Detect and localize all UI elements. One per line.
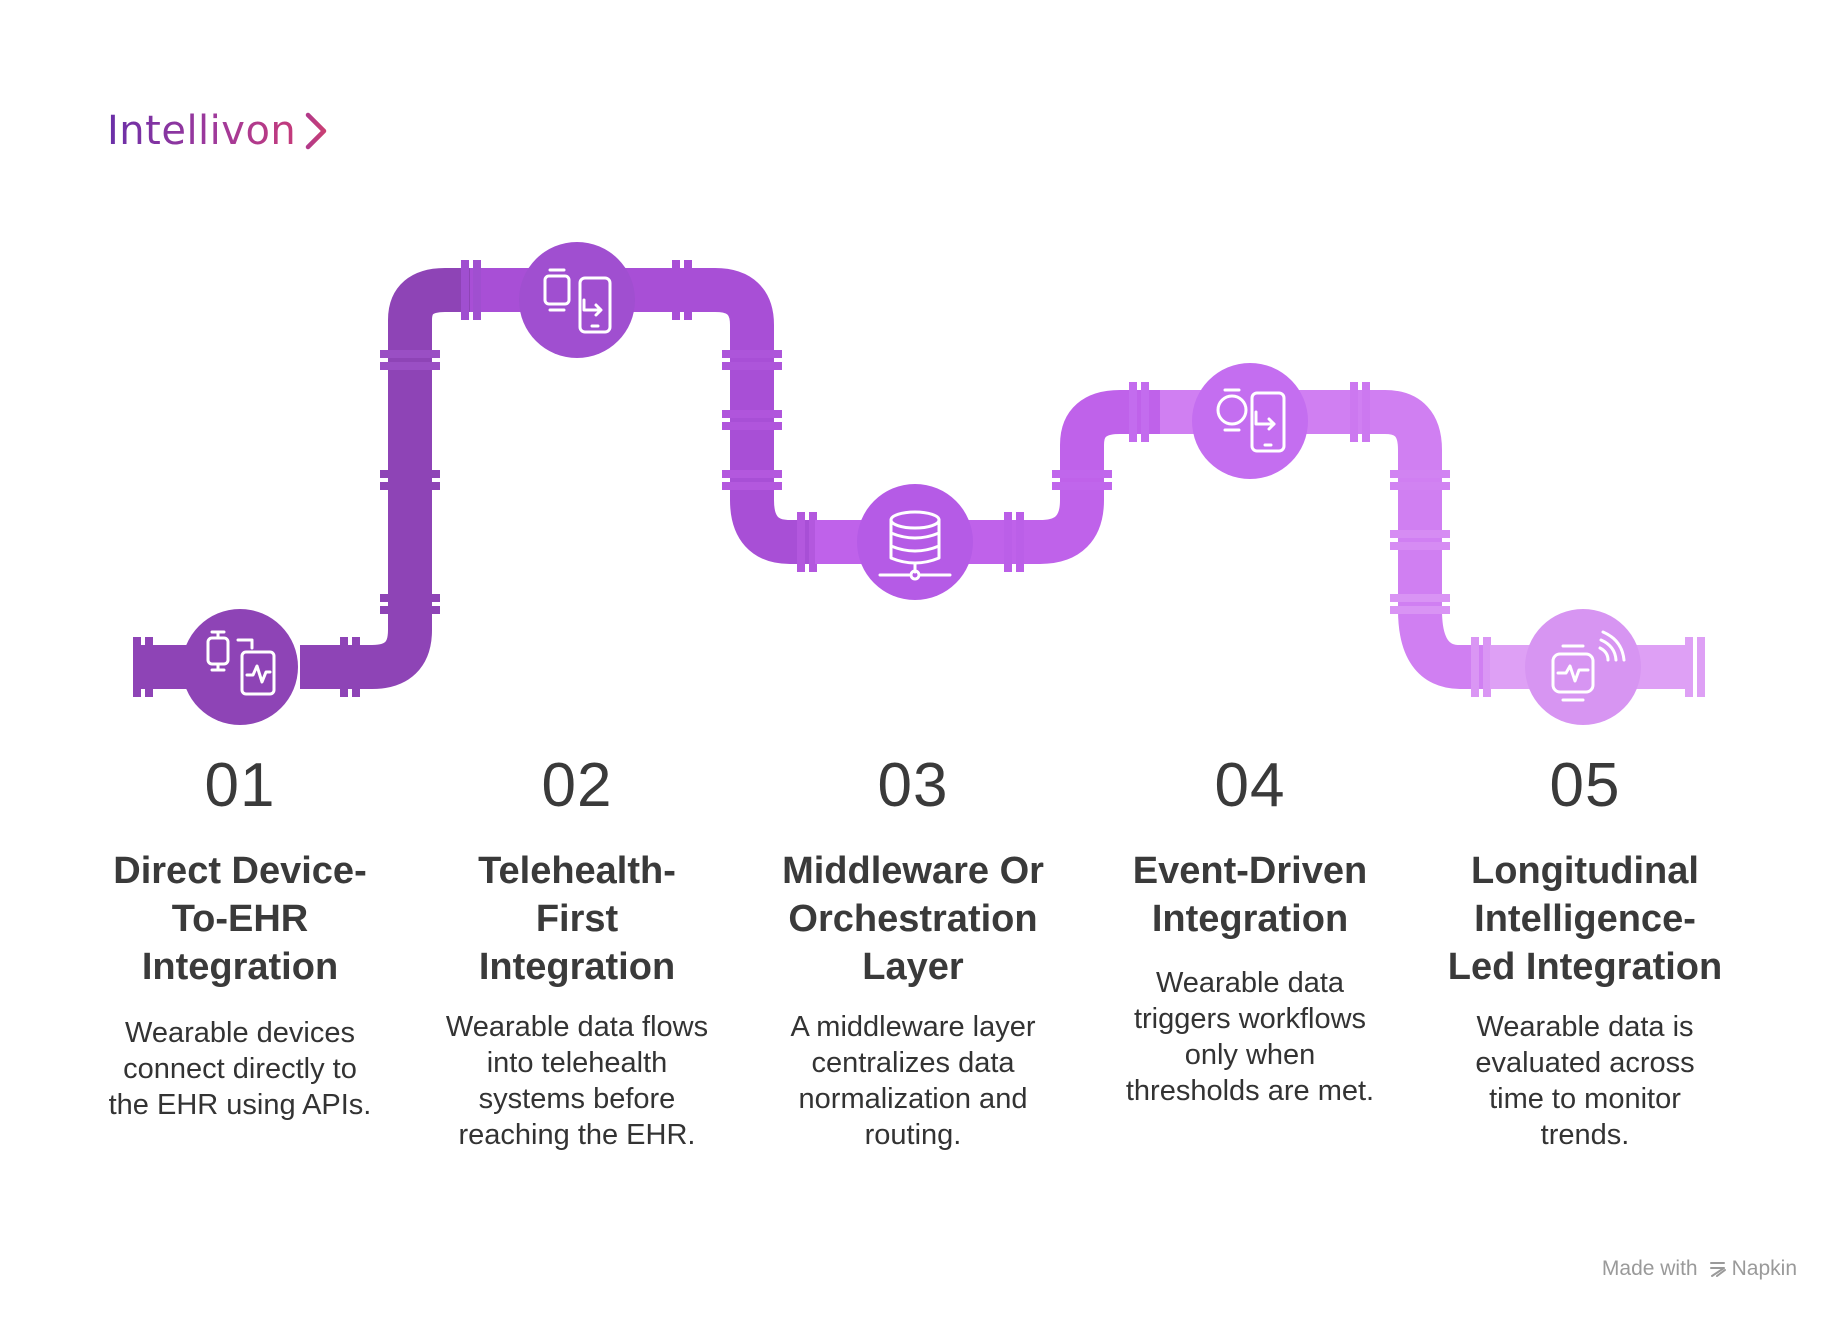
watch-phone-transfer-icon <box>1216 388 1286 453</box>
step-description-line: evaluated across <box>1475 1047 1695 1079</box>
step-description: A middleware layer centralizes data norm… <box>763 1009 1063 1153</box>
step-title-line: Layer <box>862 946 964 988</box>
step-description-line: connect directly to <box>123 1053 357 1085</box>
step-description-line: into telehealth <box>486 1047 668 1079</box>
step-description-line: centralizes data <box>811 1047 1015 1079</box>
step-description-line: triggers workflows <box>1133 1003 1367 1035</box>
step-description-line: only when <box>1184 1039 1316 1071</box>
step-title: Telehealth- First Integration <box>427 847 727 991</box>
node-1 <box>182 609 298 725</box>
step-description-line: reaching the EHR. <box>458 1119 696 1151</box>
step-description: Wearable devices connect directly to the… <box>90 1015 390 1123</box>
step-description-line: the EHR using APIs. <box>108 1089 372 1121</box>
step-title: Middleware Or Orchestration Layer <box>763 847 1063 991</box>
step-number: 01 <box>204 751 276 820</box>
step-title-line: First <box>535 898 619 940</box>
step-description-line: Wearable data flows <box>445 1011 709 1043</box>
step-description-line: Wearable data <box>1155 967 1345 999</box>
step-description-line: thresholds are met. <box>1125 1075 1375 1107</box>
step-title-line: Longitudinal <box>1471 850 1699 892</box>
pipe-segment-3 <box>815 382 1160 572</box>
node-4 <box>1192 363 1308 479</box>
smartwatch-heartbeat-wireless-icon <box>1551 630 1626 702</box>
step-title-line: Direct Device- <box>113 850 367 892</box>
step-1: 01 Direct Device- To-EHR Integration Wea… <box>90 755 390 1123</box>
step-title: Direct Device- To-EHR Integration <box>90 847 390 991</box>
step-description-line: Wearable data is <box>1476 1011 1694 1043</box>
step-title: Event-Driven Integration <box>1100 847 1400 943</box>
step-description-line: normalization and <box>798 1083 1028 1115</box>
step-description-line: routing. <box>864 1119 962 1151</box>
step-number: 03 <box>877 751 949 820</box>
step-title-line: To-EHR <box>171 898 309 940</box>
watch-phone-sync-icon <box>543 268 612 334</box>
step-title-line: Integration <box>1151 898 1349 940</box>
step-title-line: Middleware Or <box>782 850 1044 892</box>
step-description: Wearable data flows into telehealth syst… <box>427 1009 727 1153</box>
step-3: 03 Middleware Or Orchestration Layer A m… <box>763 755 1063 1153</box>
node-5 <box>1525 609 1641 725</box>
step-title-line: Led Integration <box>1447 946 1723 988</box>
step-number: 04 <box>1214 751 1286 820</box>
step-2: 02 Telehealth- First Integration Wearabl… <box>427 755 727 1153</box>
napkin-logo-icon <box>1709 1262 1726 1277</box>
step-title: Longitudinal Intelligence- Led Integrati… <box>1435 847 1735 991</box>
pipe-segment-4 <box>1160 382 1491 697</box>
step-title-line: Integration <box>478 946 676 988</box>
step-description: Wearable data triggers workflows only wh… <box>1100 965 1400 1109</box>
step-number: 02 <box>541 751 613 820</box>
step-title-line: Integration <box>141 946 339 988</box>
step-description-line: trends. <box>1540 1119 1630 1151</box>
chevron-right-icon <box>306 112 327 150</box>
node-3 <box>857 484 973 600</box>
step-description-line: A middleware layer <box>790 1011 1036 1043</box>
made-with-label: Made with <box>1601 1257 1698 1280</box>
step-number: 05 <box>1549 751 1621 820</box>
step-description: Wearable data is evaluated across time t… <box>1435 1009 1735 1153</box>
pipe-segment-1 <box>133 268 470 697</box>
brand-name: Intellivon <box>107 108 297 154</box>
watch-to-tablet-chart-icon <box>206 630 276 696</box>
step-title-line: Orchestration <box>788 898 1038 940</box>
step-4: 04 Event-Driven Integration Wearable dat… <box>1100 755 1400 1109</box>
step-description-line: time to monitor <box>1489 1083 1681 1115</box>
step-5: 05 Longitudinal Intelligence- Led Integr… <box>1435 755 1735 1153</box>
napkin-label: Napkin <box>1731 1257 1797 1280</box>
step-title-line: Event-Driven <box>1132 850 1368 892</box>
step-description-line: Wearable devices <box>125 1017 355 1049</box>
made-with-footer: Made with Napkin <box>1602 1257 1797 1281</box>
pipe-segment-2 <box>461 260 817 572</box>
brand-logo: Intellivon <box>107 108 328 154</box>
step-description-line: systems before <box>478 1083 676 1115</box>
database-network-icon <box>878 510 952 581</box>
node-2 <box>519 242 635 358</box>
step-title-line: Telehealth- <box>478 850 676 892</box>
step-title-line: Intelligence- <box>1474 898 1696 940</box>
